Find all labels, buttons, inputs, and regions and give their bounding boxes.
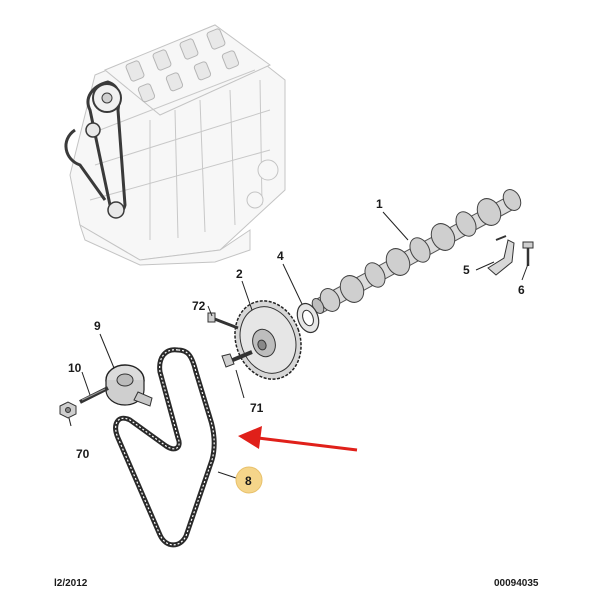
footer-date: l2/2012 xyxy=(54,578,88,589)
camshaft-bracket xyxy=(487,235,515,276)
callout-9: 9 xyxy=(94,319,101,333)
callout-4: 4 xyxy=(277,249,284,263)
callout-10: 10 xyxy=(68,361,82,375)
engine-block-illustration xyxy=(64,24,286,266)
camshaft xyxy=(311,189,522,314)
callout-1: 1 xyxy=(376,197,383,211)
highlight-badge xyxy=(235,466,263,494)
footer-reference: 00094035 xyxy=(494,578,539,589)
camshaft-sprocket xyxy=(234,300,302,380)
sprocket-bolt xyxy=(221,350,253,368)
sprocket-dowel-bolt xyxy=(207,312,239,330)
callout-2: 2 xyxy=(236,267,243,281)
callout-8: 8 xyxy=(245,474,252,488)
belt-tensioner-pulley xyxy=(105,364,153,407)
callout-71: 71 xyxy=(250,401,264,415)
highlight-arrow xyxy=(238,426,358,452)
tensioner-nut xyxy=(59,401,77,419)
callout-5: 5 xyxy=(463,263,470,277)
leader-lines xyxy=(68,211,529,479)
bracket-screw xyxy=(522,241,534,266)
callout-6: 6 xyxy=(518,283,525,297)
oil-seal xyxy=(296,302,320,334)
timing-belt xyxy=(113,347,217,548)
callout-70: 70 xyxy=(76,447,90,461)
callout-72: 72 xyxy=(192,299,206,313)
tensioner-bolt xyxy=(79,386,109,404)
